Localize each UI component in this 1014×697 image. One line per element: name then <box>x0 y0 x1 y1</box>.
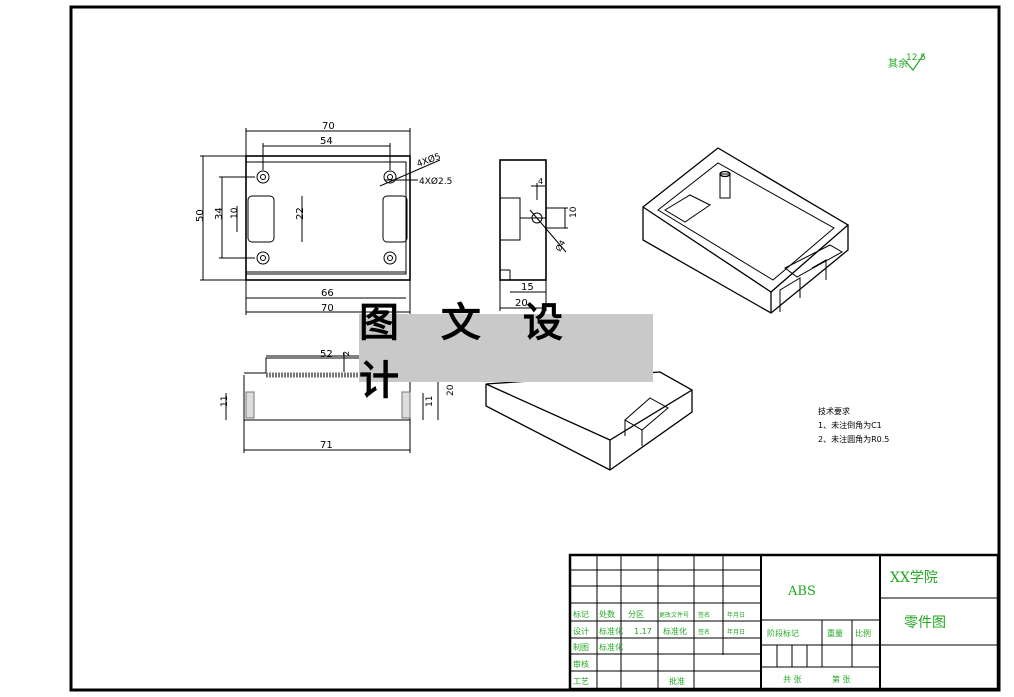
svg-text:签名: 签名 <box>698 628 710 636</box>
svg-text:标准化: 标准化 <box>663 626 687 636</box>
svg-text:1.17: 1.17 <box>634 627 652 636</box>
svg-text:20: 20 <box>515 298 528 309</box>
svg-text:11: 11 <box>425 396 435 407</box>
title-block-text: ABS XX学院 零件图 标记 处数 分区 更改文件号 签名 年月日 设计 标准… <box>573 570 946 686</box>
svg-text:34: 34 <box>214 207 225 220</box>
svg-text:54: 54 <box>320 136 333 147</box>
isometric-view-top <box>641 147 850 314</box>
svg-text:70: 70 <box>321 303 334 314</box>
svg-text:12.5: 12.5 <box>906 53 926 63</box>
svg-text:XX学院: XX学院 <box>890 570 938 586</box>
drawing-frame <box>69 5 1001 692</box>
svg-text:4XØ2.5: 4XØ2.5 <box>419 176 452 187</box>
svg-text:审核: 审核 <box>573 659 589 669</box>
watermark-text: 图 文 设 计 <box>359 299 577 404</box>
svg-text:重量: 重量 <box>827 628 843 638</box>
svg-text:技术要求: 技术要求 <box>818 406 850 416</box>
svg-text:制图: 制图 <box>573 642 589 652</box>
svg-text:阶段标记: 阶段标记 <box>767 628 799 638</box>
svg-text:标准化: 标准化 <box>599 642 623 652</box>
svg-text:50: 50 <box>195 209 206 222</box>
svg-text:处数: 处数 <box>599 609 615 619</box>
svg-text:10: 10 <box>230 207 240 219</box>
svg-text:71: 71 <box>320 440 333 451</box>
svg-text:年月日: 年月日 <box>727 628 745 636</box>
side-view-dims: 4 10 Ø4 15 20 <box>515 177 579 309</box>
svg-text:工艺: 工艺 <box>573 677 589 686</box>
svg-text:签名: 签名 <box>698 611 710 619</box>
section-view-dims: 52 2 11 11 20 71 <box>220 349 456 451</box>
svg-text:1、未注倒角为C1: 1、未注倒角为C1 <box>818 420 882 430</box>
svg-text:共 张: 共 张 <box>783 675 802 684</box>
svg-text:4: 4 <box>538 177 543 186</box>
svg-text:4XØ5: 4XØ5 <box>415 151 442 170</box>
svg-text:11: 11 <box>220 396 230 407</box>
svg-text:70: 70 <box>322 121 335 132</box>
svg-text:Ø4: Ø4 <box>553 238 567 253</box>
svg-text:ABS: ABS <box>787 584 816 599</box>
watermark-banner: 图 文 设 计 <box>359 299 653 404</box>
svg-text:分区: 分区 <box>628 610 644 619</box>
svg-text:22: 22 <box>295 207 306 220</box>
svg-text:2、未注圆角为R0.5: 2、未注圆角为R0.5 <box>818 434 889 444</box>
svg-text:批准: 批准 <box>669 676 685 686</box>
svg-text:标记: 标记 <box>573 609 589 619</box>
svg-text:其余: 其余 <box>888 57 908 70</box>
svg-text:10: 10 <box>569 206 579 218</box>
title-block <box>568 553 1000 691</box>
svg-text:标准化: 标准化 <box>599 626 623 636</box>
svg-text:66: 66 <box>321 288 334 299</box>
svg-text:20: 20 <box>446 384 456 396</box>
svg-text:设计: 设计 <box>573 626 589 636</box>
technical-requirements: 技术要求 1、未注倒角为C1 2、未注圆角为R0.5 <box>818 406 889 444</box>
svg-text:52: 52 <box>320 349 333 360</box>
svg-text:第 张: 第 张 <box>832 674 851 684</box>
svg-text:更改文件号: 更改文件号 <box>659 611 689 619</box>
svg-text:零件图: 零件图 <box>904 615 946 631</box>
front-view-dims: 70 54 50 34 10 22 66 70 4XØ5 4XØ2.5 <box>195 121 452 314</box>
svg-text:比例: 比例 <box>855 628 871 638</box>
surface-roughness-mark: 其余 12.5 <box>888 53 926 71</box>
svg-text:2: 2 <box>342 351 351 356</box>
svg-text:年月日: 年月日 <box>727 611 745 619</box>
front-view <box>200 128 441 315</box>
side-view <box>499 159 568 311</box>
svg-text:15: 15 <box>521 282 534 293</box>
